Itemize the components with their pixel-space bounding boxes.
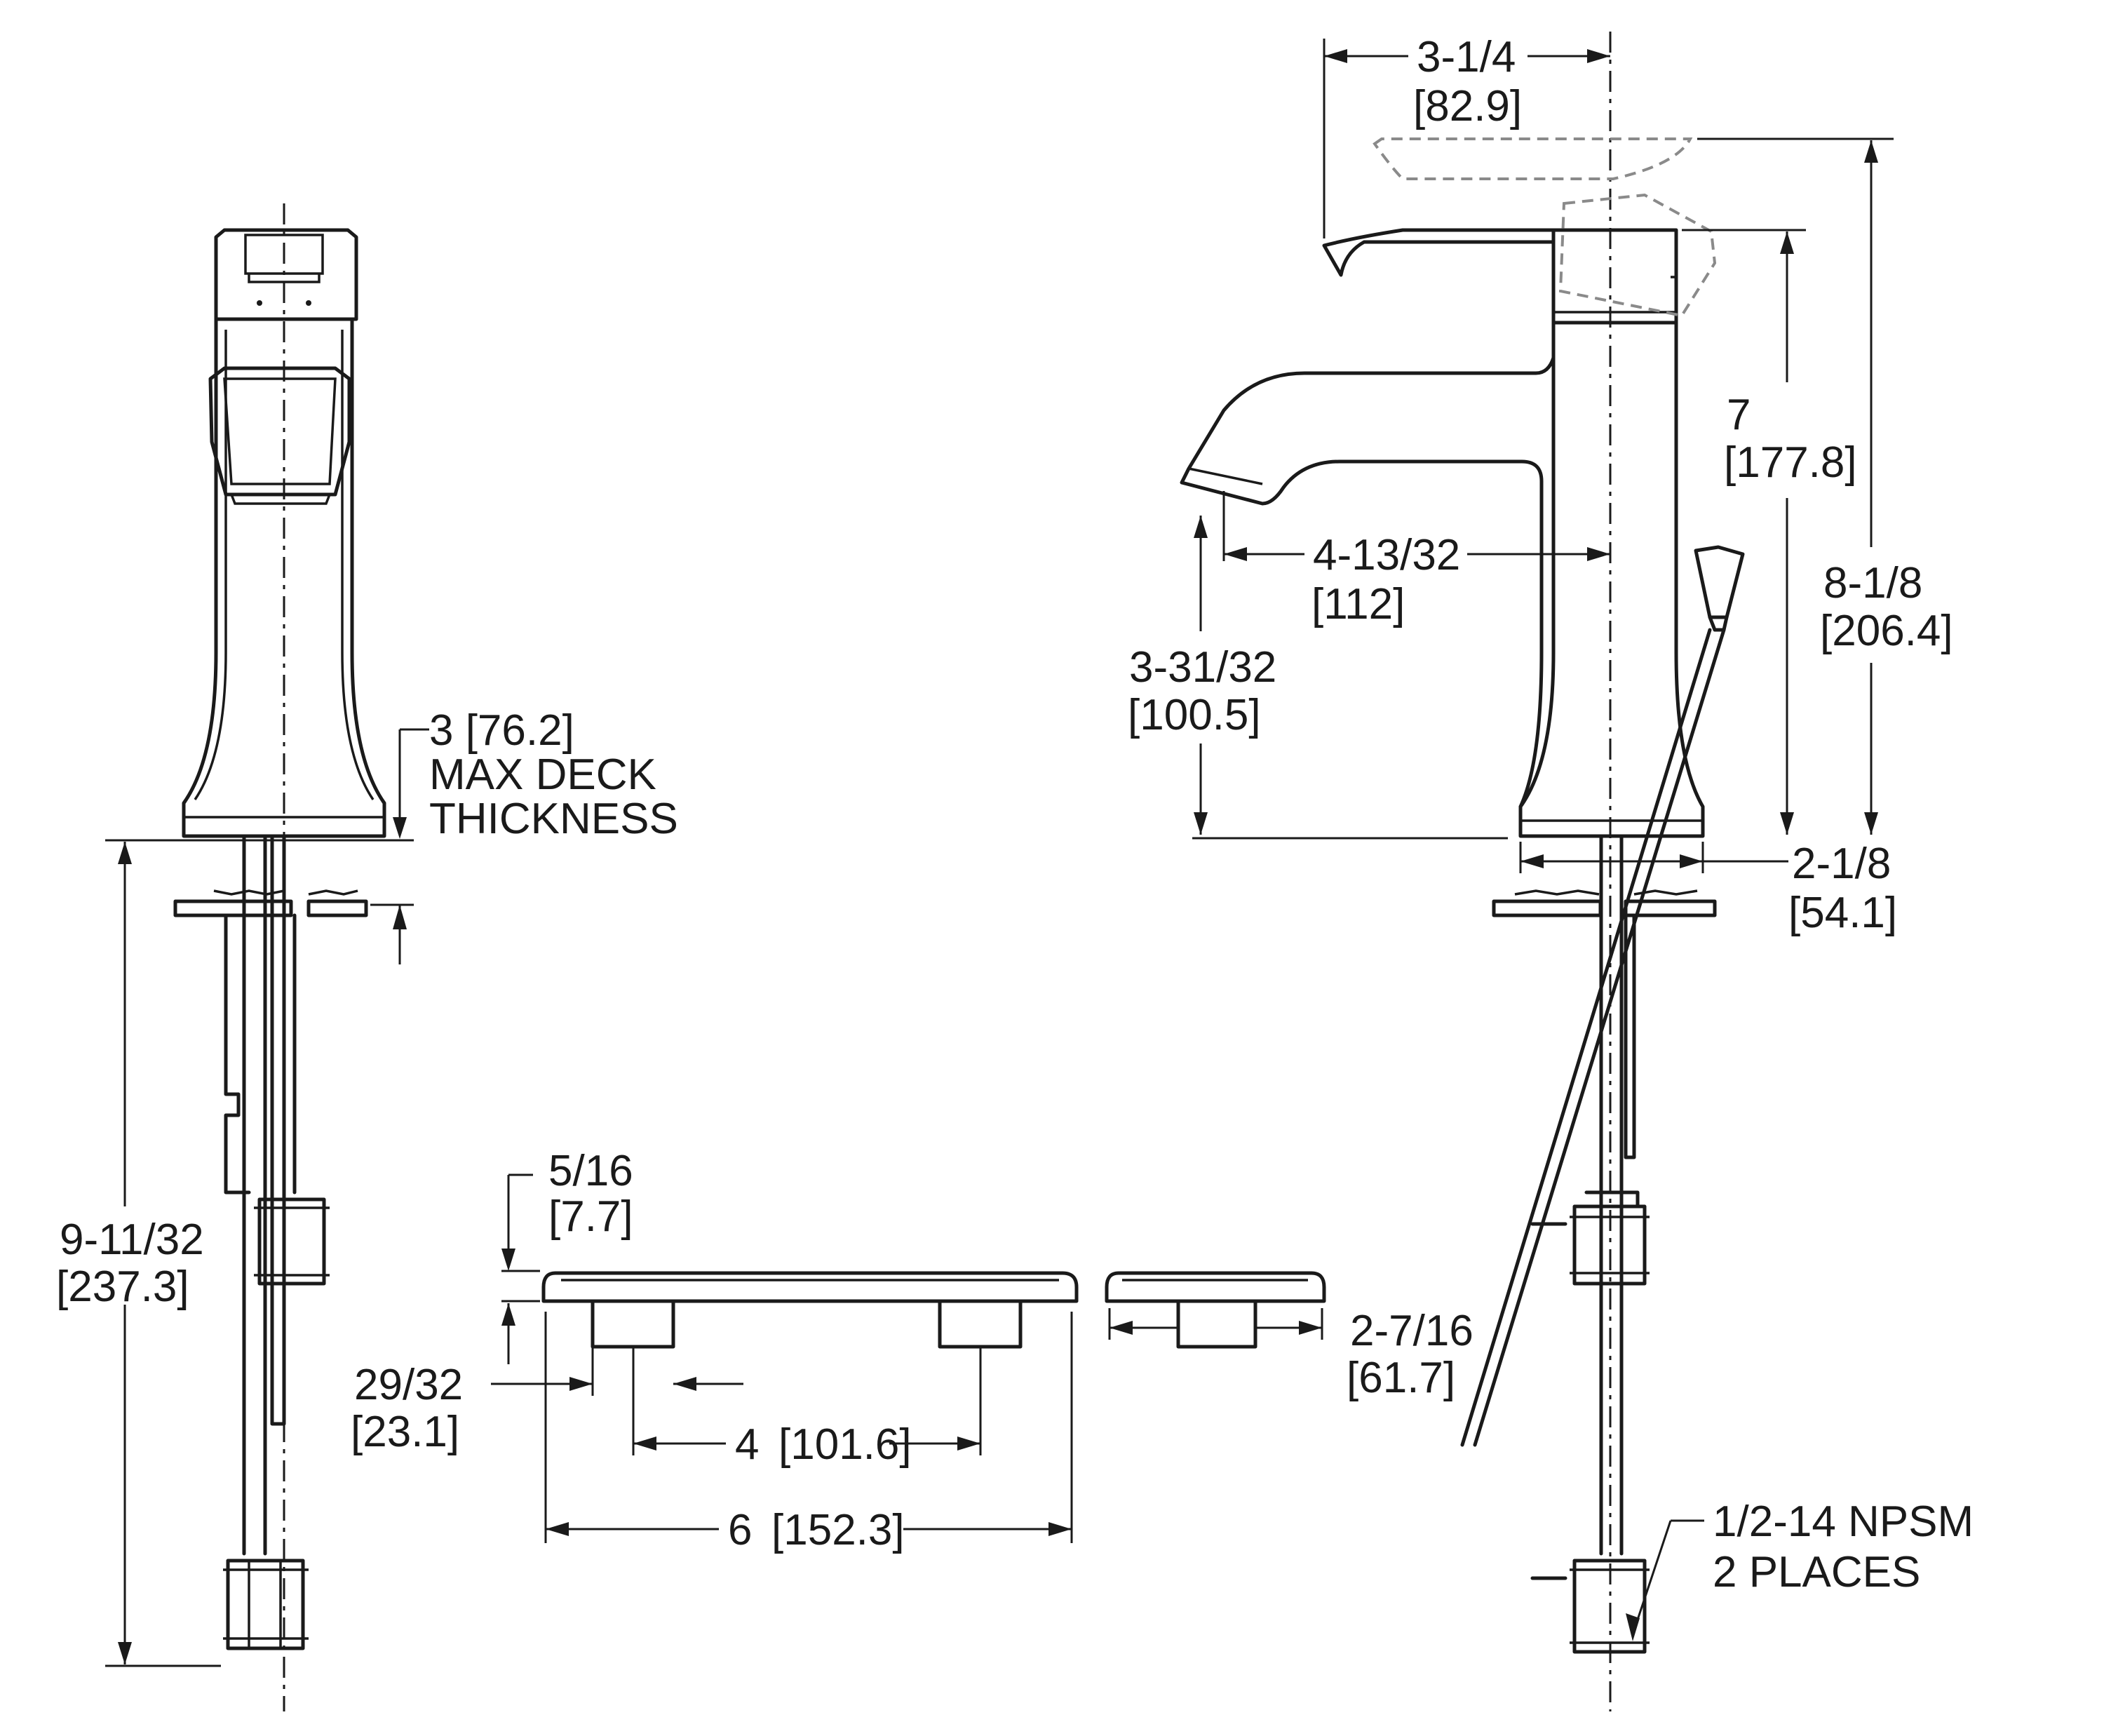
max-deck-line3: THICKNESS (429, 795, 678, 843)
plate-height-imperial: 5/16 (548, 1147, 633, 1195)
overall-height-imperial: 8-1/8 (1823, 559, 1922, 607)
deck-plate-view (541, 1271, 1326, 1349)
center-spacing-dimension: 4 [101.6] (632, 1347, 982, 1469)
overall-height-dimension: 8-1/8 [206.4] (1697, 137, 1953, 835)
overall-height-metric: [206.4] (1820, 607, 1953, 655)
connection-line2: 2 PLACES (1713, 1548, 1920, 1596)
plate-height-dimension: 5/16 [7.7] (501, 1147, 633, 1364)
shank-offset-dimension: 29/32 [23.1] (351, 1347, 743, 1456)
base-diameter-metric: [54.1] (1788, 889, 1897, 937)
escutcheon-width-imperial: 2-7/16 (1350, 1307, 1474, 1355)
below-deck-metric: [237.3] (56, 1263, 189, 1311)
max-deck-dimension: 3 [76.2] MAX DECK THICKNESS (105, 706, 678, 964)
center-spacing-imperial: 4 (735, 1420, 759, 1469)
spout-clearance-dimension: 3-31/32 [100.5] (1128, 516, 1508, 840)
top-offset-imperial: 3-1/4 (1417, 33, 1516, 81)
connection-callout: 1/2-14 NPSM 2 PLACES (1626, 1498, 1974, 1641)
escutcheon-width-metric: [61.7] (1347, 1354, 1455, 1402)
escutcheon-width-dimension: 2-7/16 [61.7] (1108, 1307, 1474, 1402)
top-offset-dimension: 3-1/4 [82.9] (1323, 33, 1610, 238)
connection-line1: 1/2-14 NPSM (1713, 1498, 1974, 1546)
plate-length-imperial: 6 (728, 1506, 752, 1554)
spout-clearance-metric: [100.5] (1128, 691, 1261, 739)
spout-reach-imperial: 4-13/32 (1313, 531, 1460, 579)
spout-reach-metric: [112] (1311, 580, 1405, 628)
center-spacing-metric: [101.6] (778, 1420, 912, 1469)
spout-reach-dimension: 4-13/32 [112] (1222, 491, 1610, 628)
plate-length-metric: [152.3] (771, 1506, 905, 1554)
top-offset-metric: [82.9] (1413, 82, 1522, 130)
plate-length-dimension: 6 [152.3] (544, 1312, 1073, 1554)
max-deck-line2: MAX DECK (429, 751, 656, 799)
plate-height-metric: [7.7] (548, 1192, 633, 1241)
base-diameter-dimension: 2-1/8 [54.1] (1519, 840, 1897, 937)
max-deck-line1: 3 [76.2] (429, 706, 574, 755)
below-deck-dimension: 9-11/32 [237.3] (56, 842, 221, 1667)
shank-offset-imperial: 29/32 (354, 1361, 463, 1409)
side-view (1180, 32, 1745, 1711)
front-view (173, 203, 386, 1711)
shank-offset-metric: [23.1] (351, 1408, 459, 1456)
body-height-dimension: 7 [177.8] (1682, 229, 1857, 835)
below-deck-imperial: 9-11/32 (60, 1216, 204, 1264)
body-height-metric: [177.8] (1724, 438, 1857, 487)
body-height-imperial: 7 (1727, 391, 1751, 439)
spout-clearance-imperial: 3-31/32 (1129, 643, 1276, 692)
base-diameter-imperial: 2-1/8 (1792, 840, 1891, 888)
